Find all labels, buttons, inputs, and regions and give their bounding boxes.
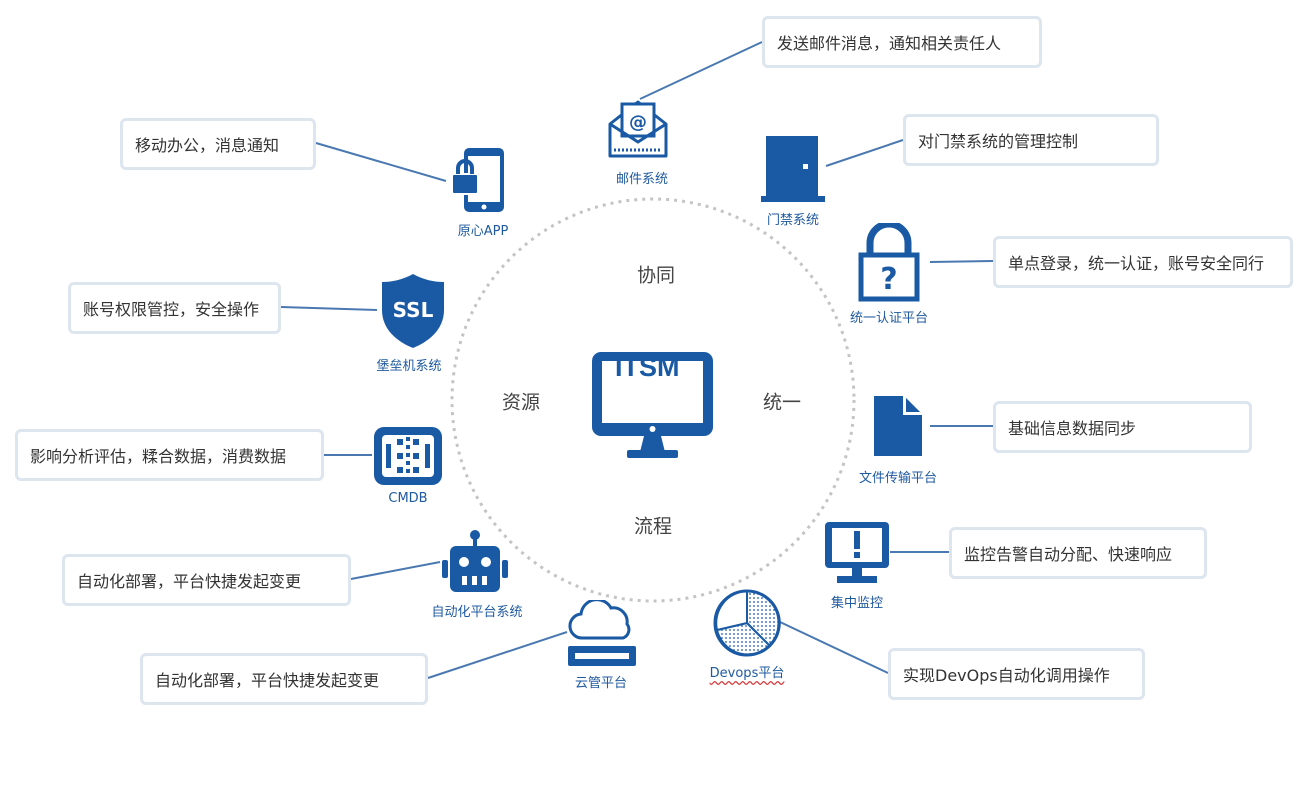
caption-monitor: 集中监控 bbox=[830, 596, 884, 611]
dashed-ring bbox=[450, 197, 856, 603]
callout-auto: 自动化部署，平台快捷发起变更 bbox=[62, 554, 351, 606]
caption-door: 门禁系统 bbox=[766, 213, 820, 228]
robot-icon bbox=[442, 530, 508, 592]
callout-mail: 发送邮件消息，通知相关责任人 bbox=[762, 16, 1042, 68]
caption-devops: Devops平台 bbox=[710, 662, 785, 681]
caption-mail: 邮件系统 bbox=[615, 172, 669, 187]
callout-cmdb: 影响分析评估，糅合数据，消费数据 bbox=[15, 429, 324, 481]
connector-auto bbox=[350, 561, 441, 580]
callout-bastion: 账号权限管控，安全操作 bbox=[68, 282, 281, 334]
caption-cmdb: CMDB bbox=[388, 491, 428, 506]
caption-app: 原心APP bbox=[457, 224, 509, 239]
mail-envelope-icon: @ bbox=[608, 100, 668, 158]
caption-cloud: 云管平台 bbox=[574, 676, 628, 691]
connector-sso bbox=[929, 260, 994, 263]
itsm-screen-text: ITSM bbox=[615, 352, 680, 382]
callout-file: 基础信息数据同步 bbox=[993, 401, 1252, 453]
connector-bastion bbox=[280, 306, 378, 311]
callout-door: 对门禁系统的管理控制 bbox=[903, 114, 1159, 166]
caption-sso: 统一认证平台 bbox=[849, 311, 929, 326]
ssl-shield-icon: SSL bbox=[382, 274, 444, 348]
callout-cloud: 自动化部署，平台快捷发起变更 bbox=[140, 653, 428, 705]
mobile-lock-icon bbox=[451, 148, 504, 212]
callout-app: 移动办公，消息通知 bbox=[120, 118, 316, 170]
callout-sso: 单点登录，统一认证，账号安全同行 bbox=[993, 236, 1293, 288]
svg-text:@: @ bbox=[629, 112, 647, 133]
cmdb-chip-icon bbox=[374, 427, 442, 485]
padlock-question-icon: ? bbox=[858, 223, 920, 302]
svg-text:SSL: SSL bbox=[393, 298, 434, 322]
connector-app bbox=[315, 142, 447, 182]
document-icon bbox=[874, 396, 922, 456]
alert-monitor-icon bbox=[825, 522, 889, 583]
door-icon bbox=[761, 136, 825, 202]
caption-bastion: 堡垒机系统 bbox=[376, 359, 442, 374]
callout-devops: 实现DevOps自动化调用操作 bbox=[888, 648, 1145, 700]
connector-door bbox=[825, 139, 904, 167]
callout-monitor: 监控告警自动分配、快速响应 bbox=[949, 527, 1207, 579]
svg-text:?: ? bbox=[880, 262, 897, 297]
connector-mail bbox=[639, 41, 763, 100]
theme-top: 协同 bbox=[636, 264, 676, 287]
caption-file: 文件传输平台 bbox=[858, 471, 938, 486]
cloud-server-icon bbox=[568, 600, 636, 666]
caption-devops-text: Devops平台 bbox=[709, 666, 785, 681]
pie-chart-icon bbox=[713, 589, 781, 657]
itsm-monitor-icon: ITSM bbox=[592, 352, 713, 458]
theme-left: 资源 bbox=[501, 391, 541, 414]
theme-bottom: 流程 bbox=[633, 515, 673, 538]
connector-devops bbox=[779, 621, 889, 674]
caption-auto: 自动化平台系统 bbox=[431, 605, 523, 620]
theme-right: 统一 bbox=[762, 391, 802, 414]
connector-cloud bbox=[427, 631, 568, 679]
